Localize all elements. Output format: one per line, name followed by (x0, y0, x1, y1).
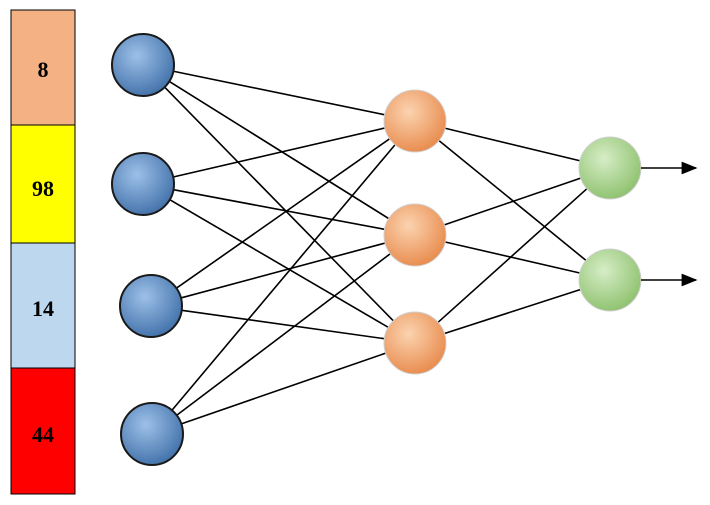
input-cell-4: 44 (10, 367, 76, 495)
edge-input-2-to-hidden-2 (173, 188, 385, 231)
output-arrows (641, 161, 698, 287)
input-cell-3: 14 (10, 242, 76, 369)
edge-hidden-3-to-output-1 (437, 188, 588, 323)
network-nodes (111, 33, 642, 466)
input-node-2 (111, 152, 175, 216)
edge-input-3-to-hidden-1 (175, 138, 391, 289)
edge-input-4-to-hidden-3 (181, 352, 386, 425)
edge-hidden-1-to-output-2 (438, 139, 587, 262)
edge-input-1-to-hidden-2 (168, 80, 390, 220)
input-cell-1: 8 (10, 9, 76, 126)
input-cell-4-label: 44 (32, 422, 54, 447)
edge-input-1-to-hidden-1 (173, 70, 385, 116)
edge-hidden-1-to-output-1 (444, 127, 581, 162)
input-cell-1-label: 8 (38, 57, 49, 82)
edge-input-3-to-hidden-2 (180, 242, 386, 299)
input-cell-2: 98 (10, 124, 76, 244)
edge-input-2-to-hidden-3 (169, 198, 389, 329)
edge-hidden-2-to-output-2 (445, 241, 580, 274)
hidden-node-1 (383, 89, 447, 153)
input-node-3 (119, 274, 183, 338)
hidden-node-3 (383, 311, 447, 375)
input-value-column: 8 98 14 44 (10, 9, 76, 495)
output-node-1 (578, 136, 642, 200)
network-edges (164, 70, 588, 425)
output-node-2 (578, 248, 642, 312)
edge-input-2-to-hidden-1 (173, 127, 385, 178)
edge-hidden-2-to-output-1 (444, 177, 581, 226)
edge-input-1-to-hidden-3 (164, 86, 394, 322)
edge-input-4-to-hidden-1 (171, 144, 396, 411)
input-cell-3-label: 14 (32, 296, 54, 321)
edge-hidden-3-to-output-2 (444, 288, 581, 335)
edge-input-3-to-hidden-3 (181, 309, 385, 340)
input-cell-2-label: 98 (32, 176, 54, 201)
edge-input-4-to-hidden-2 (176, 253, 391, 416)
hidden-node-2 (383, 203, 447, 267)
input-node-4 (120, 402, 184, 466)
input-node-1 (111, 33, 175, 97)
